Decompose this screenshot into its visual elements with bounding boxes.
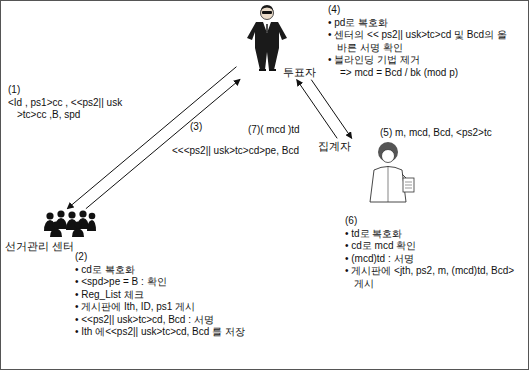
actor-label: 선거관리 센터 bbox=[5, 240, 74, 252]
text-block: (6)• td로 복호화• cd로 mcd 확인• (mcd)td : 서명• … bbox=[345, 215, 517, 290]
actor-label: 투표자 bbox=[283, 66, 316, 78]
tallier-figure bbox=[370, 142, 414, 202]
text-block: (1)<Id , ps1>cc , <<ps2|| usk >tc>cc ,B,… bbox=[8, 84, 150, 122]
protocol-step-text: (3) bbox=[190, 121, 202, 134]
text-block: (7)( mcd )td bbox=[248, 124, 300, 137]
protocol-step-text: • cd로 복호화 bbox=[75, 264, 295, 277]
protocol-step-text: • pd로 복호화 bbox=[328, 17, 513, 30]
election-center-figure bbox=[44, 210, 96, 237]
protocol-step-text: (1) bbox=[8, 84, 150, 97]
protocol-step-text: • <spd>pe = B : 확인 bbox=[75, 276, 295, 289]
text-block: (2)• cd로 복호화• <spd>pe = B : 확인• Reg_List… bbox=[75, 251, 295, 339]
protocol-step-text: (4) bbox=[328, 4, 513, 17]
protocol-step-text: • Ith 에<<ps2|| usk>tc>cd, Bcd 를 저장 bbox=[75, 326, 295, 339]
protocol-step-text: • (mcd)td : 서명 bbox=[345, 253, 517, 266]
protocol-step-text: • Reg_List 체크 bbox=[75, 289, 295, 302]
protocol-step-text: <Id , ps1>cc , <<ps2|| usk >tc>cc ,B, sp… bbox=[8, 97, 150, 122]
protocol-step-text: • 블라인딩 기법 제거 bbox=[328, 54, 513, 67]
actor-node: 집계자 bbox=[318, 140, 418, 205]
protocol-step-text: <<<ps2|| usk>tc>cd>pe, Bcd bbox=[172, 145, 299, 158]
protocol-step-text: • <<ps2|| usk>tc>cd, Bcd : 서명 bbox=[75, 314, 295, 327]
text-block: <<<ps2|| usk>tc>cd>pe, Bcd bbox=[172, 145, 299, 158]
protocol-step-text: (5) m, mcd, Bcd, <ps2>tc bbox=[380, 127, 492, 140]
protocol-step-text: (6) bbox=[345, 215, 517, 228]
text-block: (3) bbox=[190, 121, 202, 134]
actor-node: 투표자 bbox=[238, 3, 316, 78]
protocol-step-text: (7)( mcd )td bbox=[248, 124, 300, 137]
actor-node: 선거관리 센터 bbox=[5, 210, 95, 252]
text-block: (4)• pd로 복호화• 센터의 << ps2|| usk>tc>cd 및 B… bbox=[328, 4, 513, 79]
voter-figure bbox=[247, 5, 287, 71]
protocol-step-text: • td로 복호화 bbox=[345, 228, 517, 241]
protocol-step-text: • cd로 mcd 확인 bbox=[345, 240, 517, 253]
actor-label: 집계자 bbox=[318, 140, 351, 152]
message-arrow bbox=[67, 67, 236, 209]
message-arrow bbox=[297, 80, 337, 139]
protocol-step-text: • 게시판에 Ith, ID, ps1 게시 bbox=[75, 301, 295, 314]
protocol-step-text: (2) bbox=[75, 251, 295, 264]
protocol-step-text: => mcd = Bcd / bk (mod p) bbox=[340, 67, 513, 80]
text-block: (5) m, mcd, Bcd, <ps2>tc bbox=[380, 127, 492, 140]
protocol-step-text: • 게시판에 <jth, ps2, m, (mcd)td, Bcd> 게시 bbox=[345, 265, 517, 290]
protocol-step-text: • 센터의 << ps2|| usk>tc>cd 및 Bcd의 올바른 서명 확… bbox=[328, 29, 513, 54]
